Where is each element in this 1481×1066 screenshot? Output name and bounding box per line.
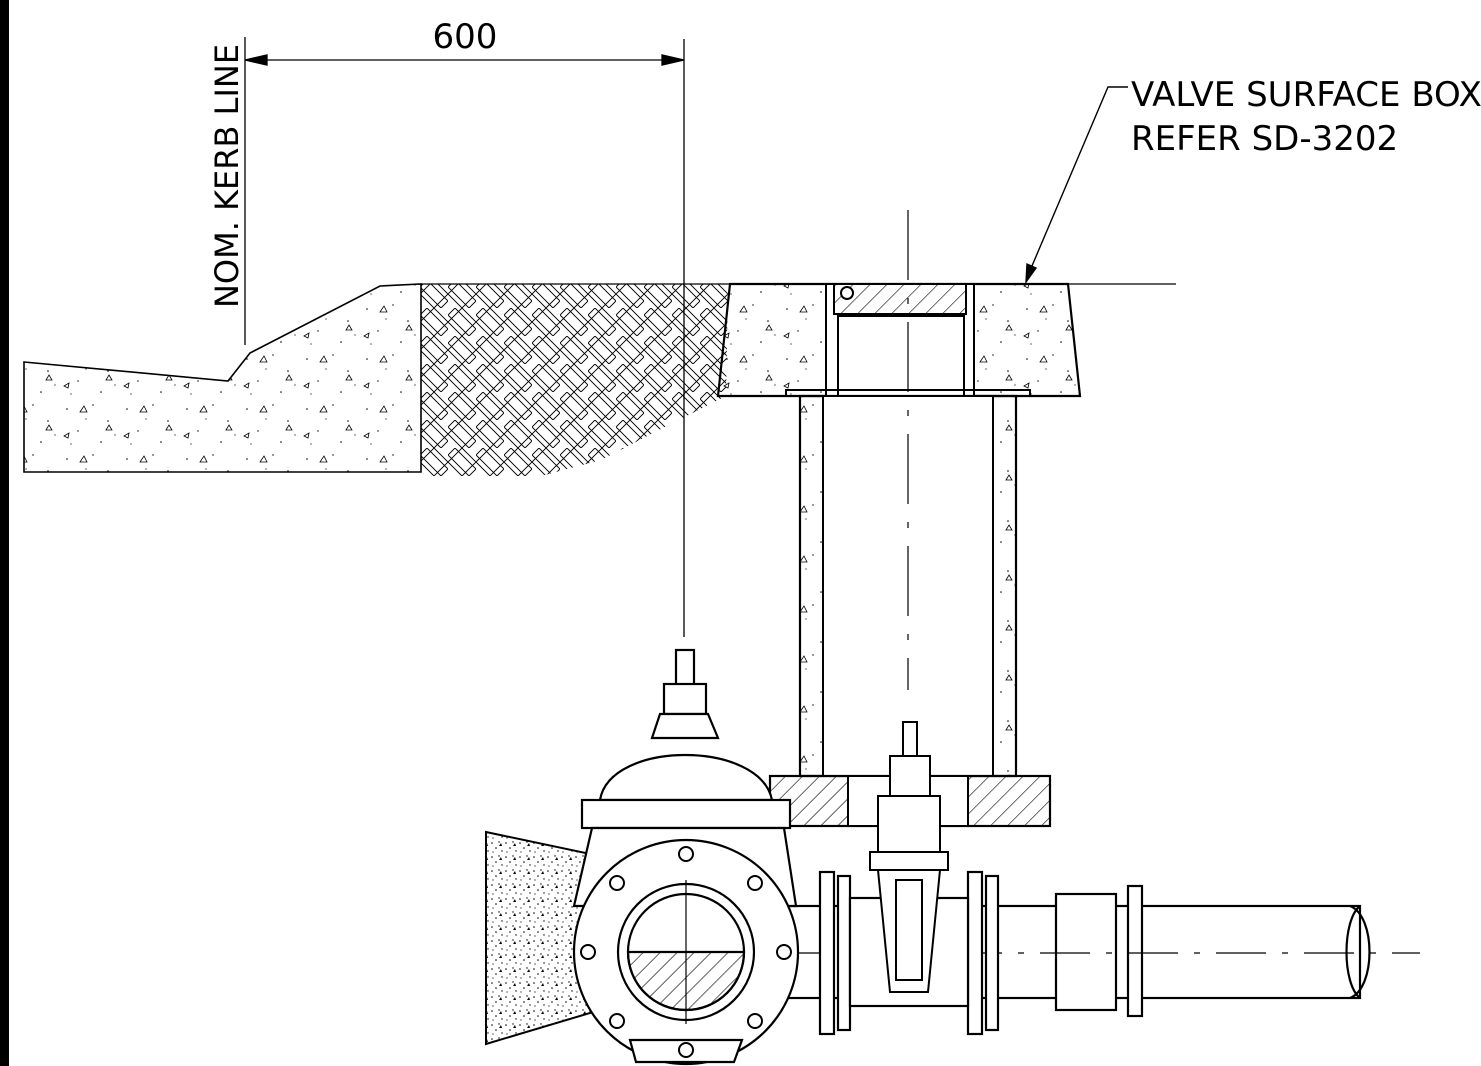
callout-leader <box>1025 86 1128 285</box>
kerb-concrete <box>23 283 422 473</box>
flange-bolts <box>580 846 792 1058</box>
surface-box-frame <box>837 315 965 397</box>
dimension-label: 600 <box>433 17 498 57</box>
small-gate-valve <box>869 721 949 993</box>
surface-box-lid <box>833 283 967 315</box>
callout-label-line1: VALVE SURFACE BOX <box>1131 75 1481 115</box>
compacted-fill <box>421 284 728 476</box>
sheet-border <box>0 0 9 1066</box>
kerb-line-label: NOM. KERB LINE <box>208 44 246 308</box>
callout-label-line2: REFER SD-3202 <box>1131 119 1398 159</box>
dimension-600 <box>244 37 685 637</box>
lid-hinge-icon <box>840 286 854 300</box>
